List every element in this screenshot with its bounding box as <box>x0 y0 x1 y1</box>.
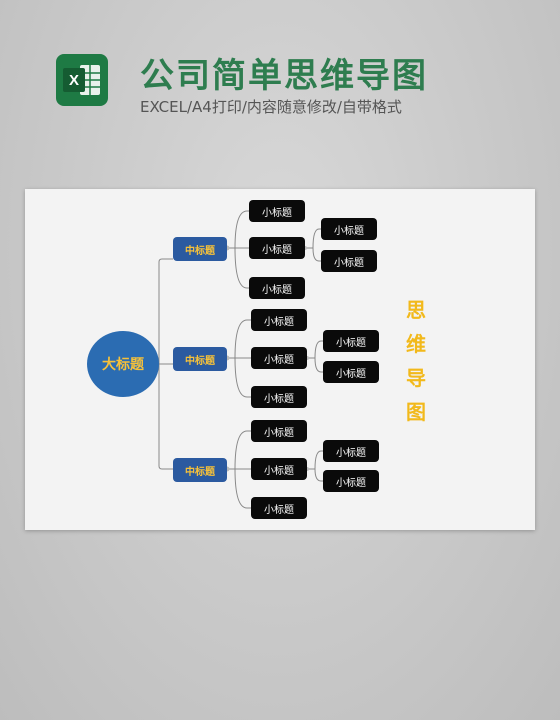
excel-logo-icon: X <box>56 54 108 106</box>
leaf-node-1-2: 小标题 <box>249 237 305 259</box>
leaf-node-1-3: 小标题 <box>249 277 305 299</box>
sub-leaf-node-2-2: 小标题 <box>323 361 379 383</box>
mid-node-1: 中标题 <box>173 237 227 261</box>
logo-letter: X <box>69 72 79 89</box>
leaf-node-2-2: 小标题 <box>251 347 307 369</box>
leaf-node-1-1: 小标题 <box>249 200 305 222</box>
side-char-2: 维 <box>406 332 426 356</box>
leaf-node-3-2: 小标题 <box>251 458 307 480</box>
sub-leaf-node-1-1: 小标题 <box>321 218 377 240</box>
mid-node-3: 中标题 <box>173 458 227 482</box>
side-char-1: 思 <box>406 298 426 322</box>
sub-leaf-node-3-2: 小标题 <box>323 470 379 492</box>
connector-lines <box>158 210 323 509</box>
page-title: 公司简单思维导图 <box>140 56 428 96</box>
sub-leaf-node-2-1: 小标题 <box>323 330 379 352</box>
side-char-3: 导 <box>406 366 426 390</box>
leaf-node-2-1: 小标题 <box>251 309 307 331</box>
sub-leaf-node-3-1: 小标题 <box>323 440 379 462</box>
leaf-node-3-1: 小标题 <box>251 420 307 442</box>
leaf-node-3-3: 小标题 <box>251 497 307 519</box>
mindmap-card: 大标题 中标题 小标题 小标题 小标题 小标题 小标题 中标题 小标题 小标题 … <box>25 189 535 530</box>
leaf-node-2-3: 小标题 <box>251 386 307 408</box>
side-char-4: 图 <box>406 400 426 424</box>
mid-node-2: 中标题 <box>173 347 227 371</box>
sub-leaf-node-1-2: 小标题 <box>321 250 377 272</box>
side-vertical-text: 思 维 导 图 <box>403 293 429 429</box>
root-node: 大标题 <box>87 331 159 397</box>
page-subtitle: EXCEL/A4打印/内容随意修改/自带格式 <box>140 98 402 116</box>
